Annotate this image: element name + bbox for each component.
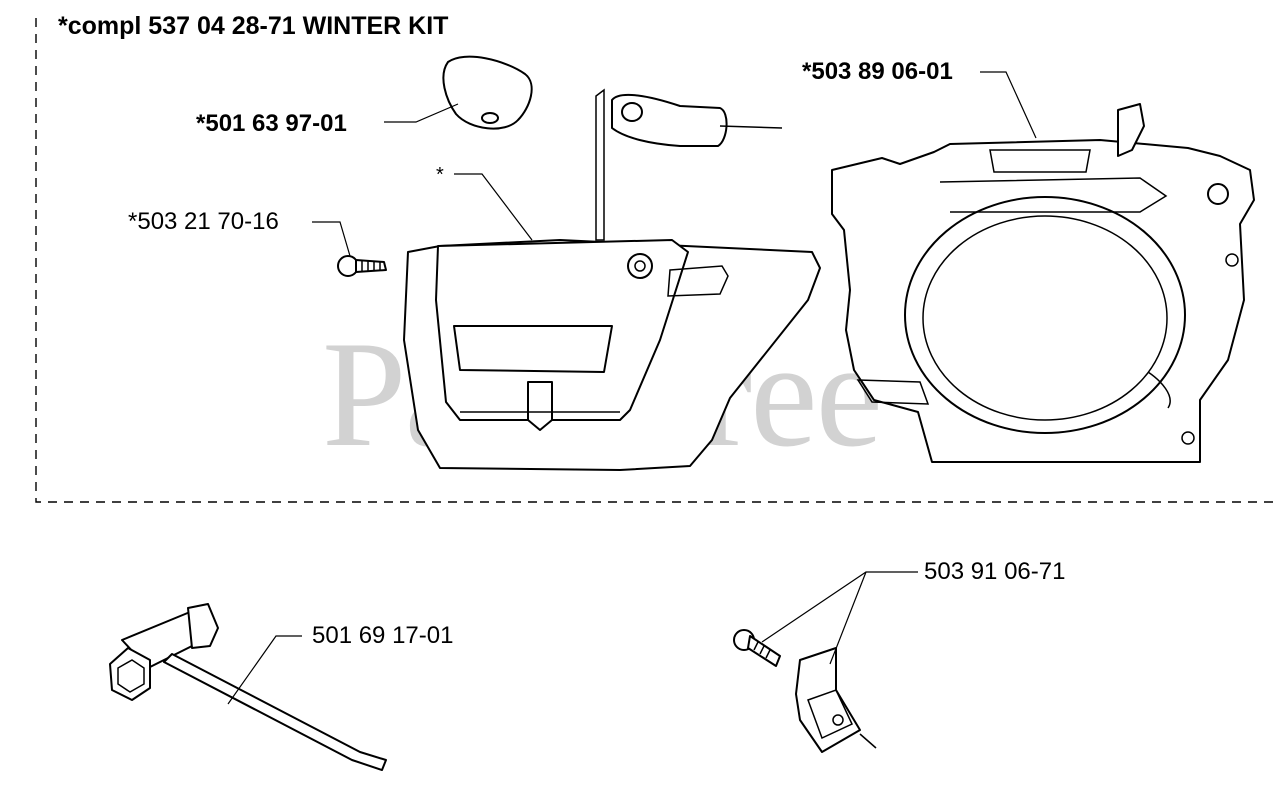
- kit-boundary: [35, 18, 1280, 503]
- lever-part[interactable]: [595, 88, 783, 241]
- tool-part[interactable]: [109, 603, 387, 771]
- housing-part[interactable]: [831, 103, 1255, 463]
- clip-kit-part[interactable]: [733, 629, 877, 753]
- cover-part[interactable]: [403, 239, 821, 471]
- callout-screw: *503 21 70-16: [128, 208, 279, 235]
- callout-tool: 501 69 17-01: [312, 622, 454, 649]
- callout-cap: *501 63 97-01: [196, 110, 347, 137]
- leader-lines: [227, 71, 1037, 705]
- callout-clip-kit: 503 91 06-71: [924, 558, 1066, 585]
- callout-cover-part: *: [436, 164, 444, 186]
- kit-title: *compl 537 04 28-71 WINTER KIT: [58, 12, 449, 40]
- callout-housing: *503 89 06-01: [802, 58, 953, 85]
- screw-part[interactable]: [337, 255, 387, 277]
- cap-part[interactable]: [442, 55, 533, 130]
